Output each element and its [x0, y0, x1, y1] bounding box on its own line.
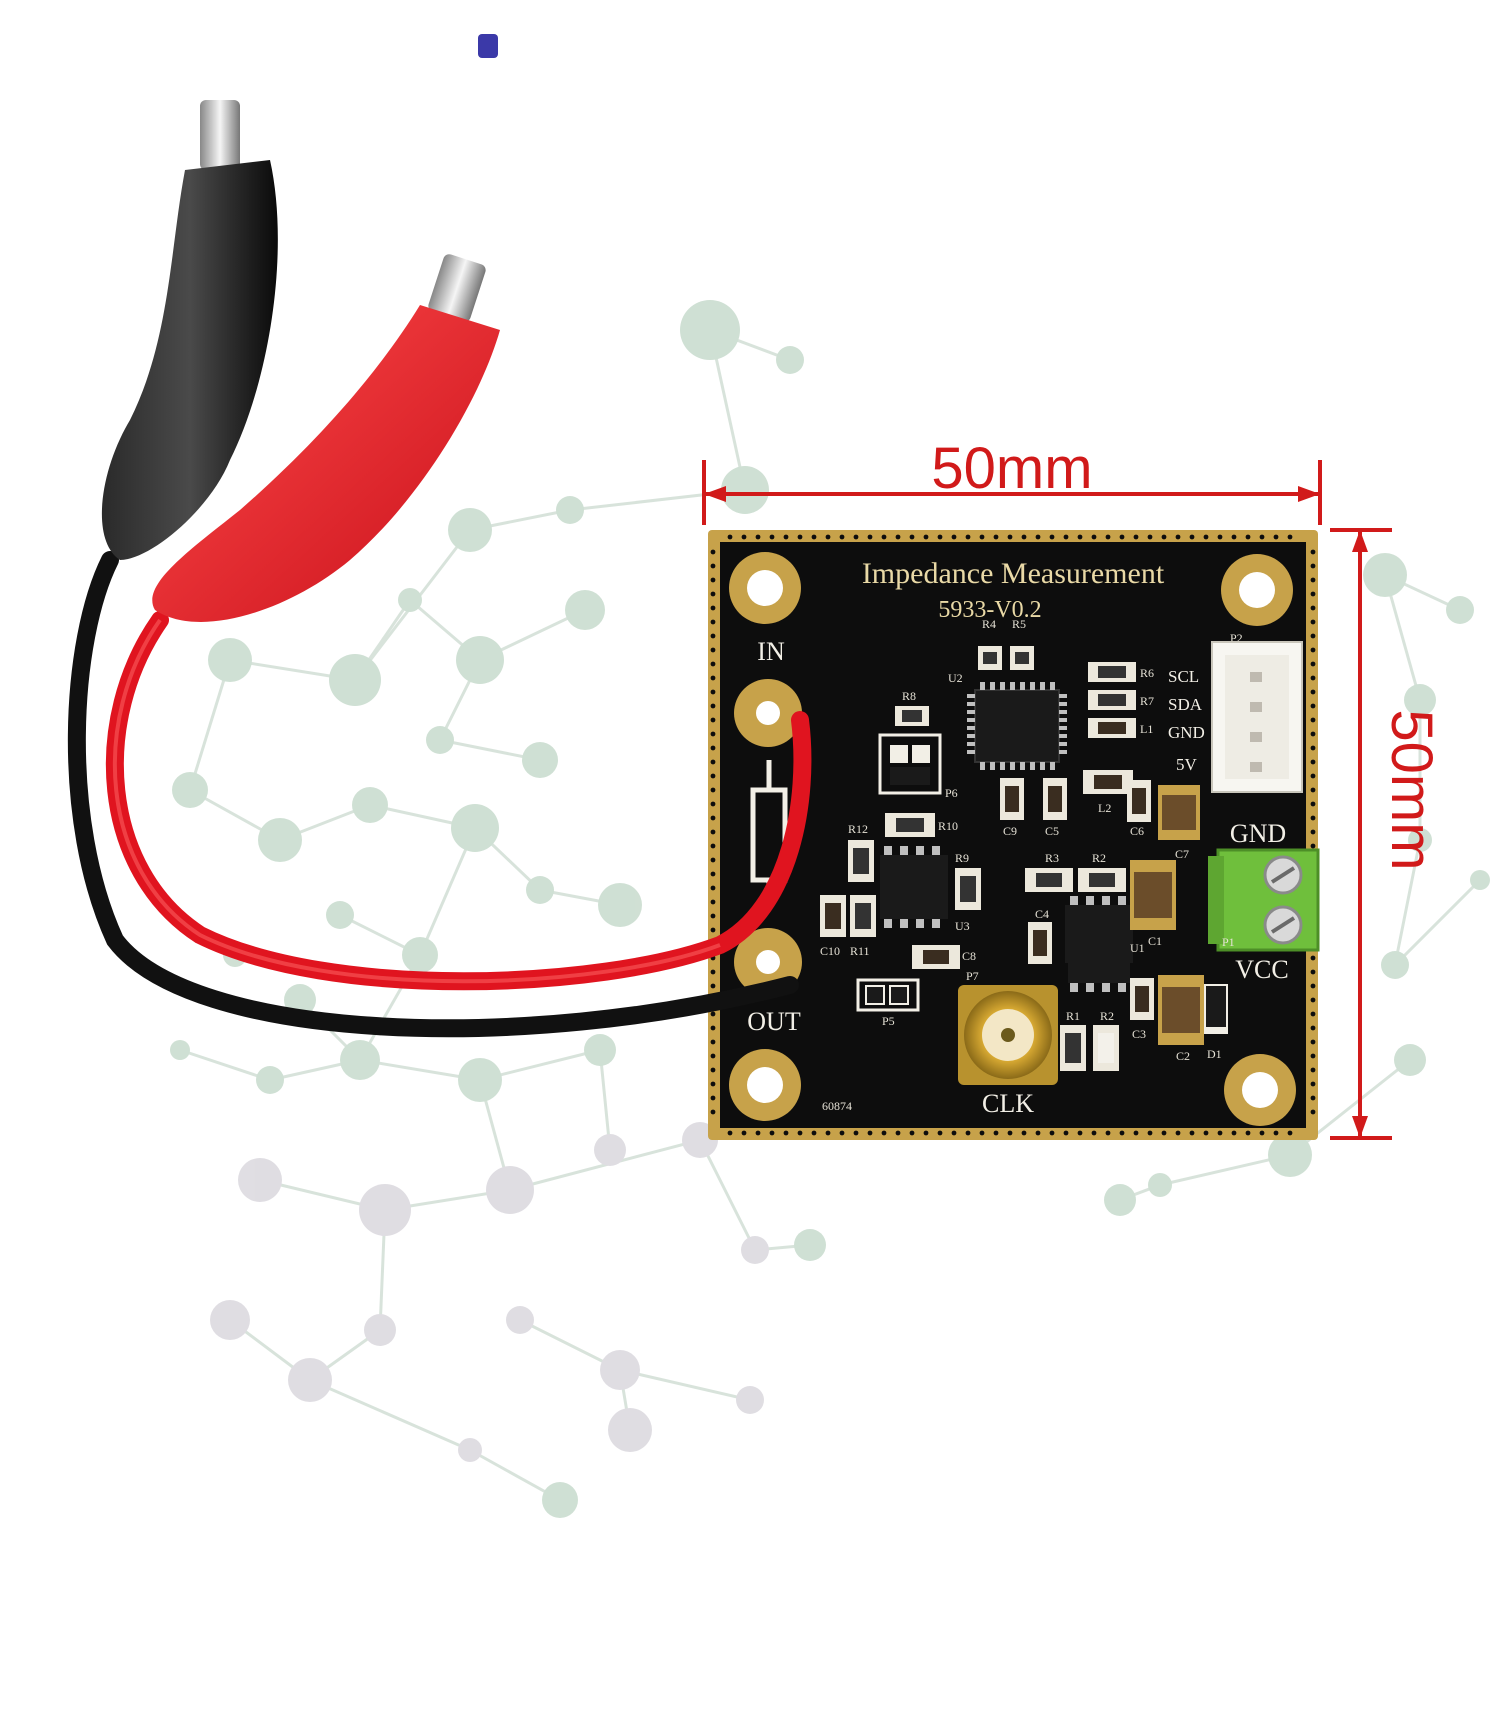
- u2-label: U2: [948, 671, 963, 685]
- mounting-hole-top-left: [729, 552, 801, 624]
- 5v-label: 5V: [1176, 755, 1198, 774]
- p6-jumper[interactable]: [878, 733, 942, 795]
- clk-label: CLK: [982, 1089, 1034, 1118]
- r2a-label: R2: [1092, 851, 1106, 865]
- r6-label: R6: [1140, 666, 1154, 680]
- gnd-pin-label: GND: [1168, 723, 1205, 742]
- height-dimension-label: 50mm: [1379, 709, 1444, 870]
- r7-label: R7: [1140, 694, 1154, 708]
- c6-label: C6: [1130, 824, 1144, 838]
- u1-chip: [1065, 896, 1133, 992]
- sda-label: SDA: [1168, 695, 1203, 714]
- i2c-header-connector[interactable]: [1211, 641, 1303, 793]
- mounting-hole-top-right: [1221, 554, 1293, 626]
- clk-sma-connector[interactable]: [958, 985, 1058, 1085]
- d1-label: D1: [1207, 1047, 1222, 1061]
- scl-label: SCL: [1168, 667, 1199, 686]
- p7-label: P7: [966, 969, 979, 983]
- vcc-terminal-label: VCC: [1235, 955, 1288, 984]
- p5-jumper[interactable]: [856, 978, 920, 1012]
- r2b-label: R2: [1100, 1009, 1114, 1023]
- c10-label: C10: [820, 944, 840, 958]
- r4-label: R4: [982, 617, 996, 631]
- c1-label: C1: [1148, 934, 1162, 948]
- c2-capacitor: [1158, 975, 1204, 1045]
- mounting-hole-bottom-right: [1224, 1054, 1296, 1126]
- c7-label: C7: [1175, 847, 1189, 861]
- pcb-board: Impedance Measurement 5933-V0.2 IN OUT U…: [708, 530, 1320, 1140]
- r3-label: R3: [1045, 851, 1059, 865]
- u3-chip: [880, 846, 948, 928]
- c8-label: C8: [962, 949, 976, 963]
- in-label: IN: [757, 637, 785, 666]
- u2-chip: [967, 682, 1067, 770]
- board-title: Impedance Measurement: [862, 557, 1165, 590]
- r10-label: R10: [938, 819, 958, 833]
- test-leads: [67, 551, 812, 1038]
- l2-label: L2: [1098, 801, 1111, 815]
- width-dimension: 50mm: [702, 436, 1322, 525]
- r5-label: R5: [1012, 617, 1026, 631]
- c9-label: C9: [1003, 824, 1017, 838]
- c4-label: C4: [1035, 907, 1049, 921]
- stray-speck: [478, 34, 498, 58]
- r8-label: R8: [902, 689, 916, 703]
- width-dimension-label: 50mm: [931, 436, 1092, 501]
- u3-label: U3: [955, 919, 970, 933]
- c3-label: C3: [1132, 1027, 1146, 1041]
- r9-label: R9: [955, 851, 969, 865]
- network-watermark: [170, 300, 1490, 1518]
- p5-label: P5: [882, 1014, 895, 1028]
- p6-label: P6: [945, 786, 958, 800]
- c5-label: C5: [1045, 824, 1059, 838]
- c7-capacitor: [1158, 785, 1200, 840]
- r11-label: R11: [850, 944, 870, 958]
- serial-number: 60874: [822, 1099, 852, 1113]
- black-wire: [67, 551, 799, 1038]
- l1-label: L1: [1140, 722, 1153, 736]
- red-alligator-clip[interactable]: [152, 253, 501, 622]
- height-dimension: 50mm: [1330, 528, 1444, 1140]
- d1-diode: [1204, 984, 1228, 1034]
- p1-label: P1: [1222, 935, 1235, 949]
- gnd-terminal-label: GND: [1230, 819, 1286, 848]
- black-alligator-clip[interactable]: [101, 100, 278, 560]
- r1-label: R1: [1066, 1009, 1080, 1023]
- board-version: 5933-V0.2: [938, 597, 1041, 623]
- out-label: OUT: [747, 1007, 801, 1036]
- in-pad[interactable]: [734, 679, 802, 747]
- c1-capacitor: [1130, 860, 1176, 930]
- mounting-hole-bottom-left: [729, 1049, 801, 1121]
- u1-label: U1: [1130, 941, 1145, 955]
- r12-label: R12: [848, 822, 868, 836]
- c2-label: C2: [1176, 1049, 1190, 1063]
- power-terminal-block[interactable]: [1208, 848, 1320, 952]
